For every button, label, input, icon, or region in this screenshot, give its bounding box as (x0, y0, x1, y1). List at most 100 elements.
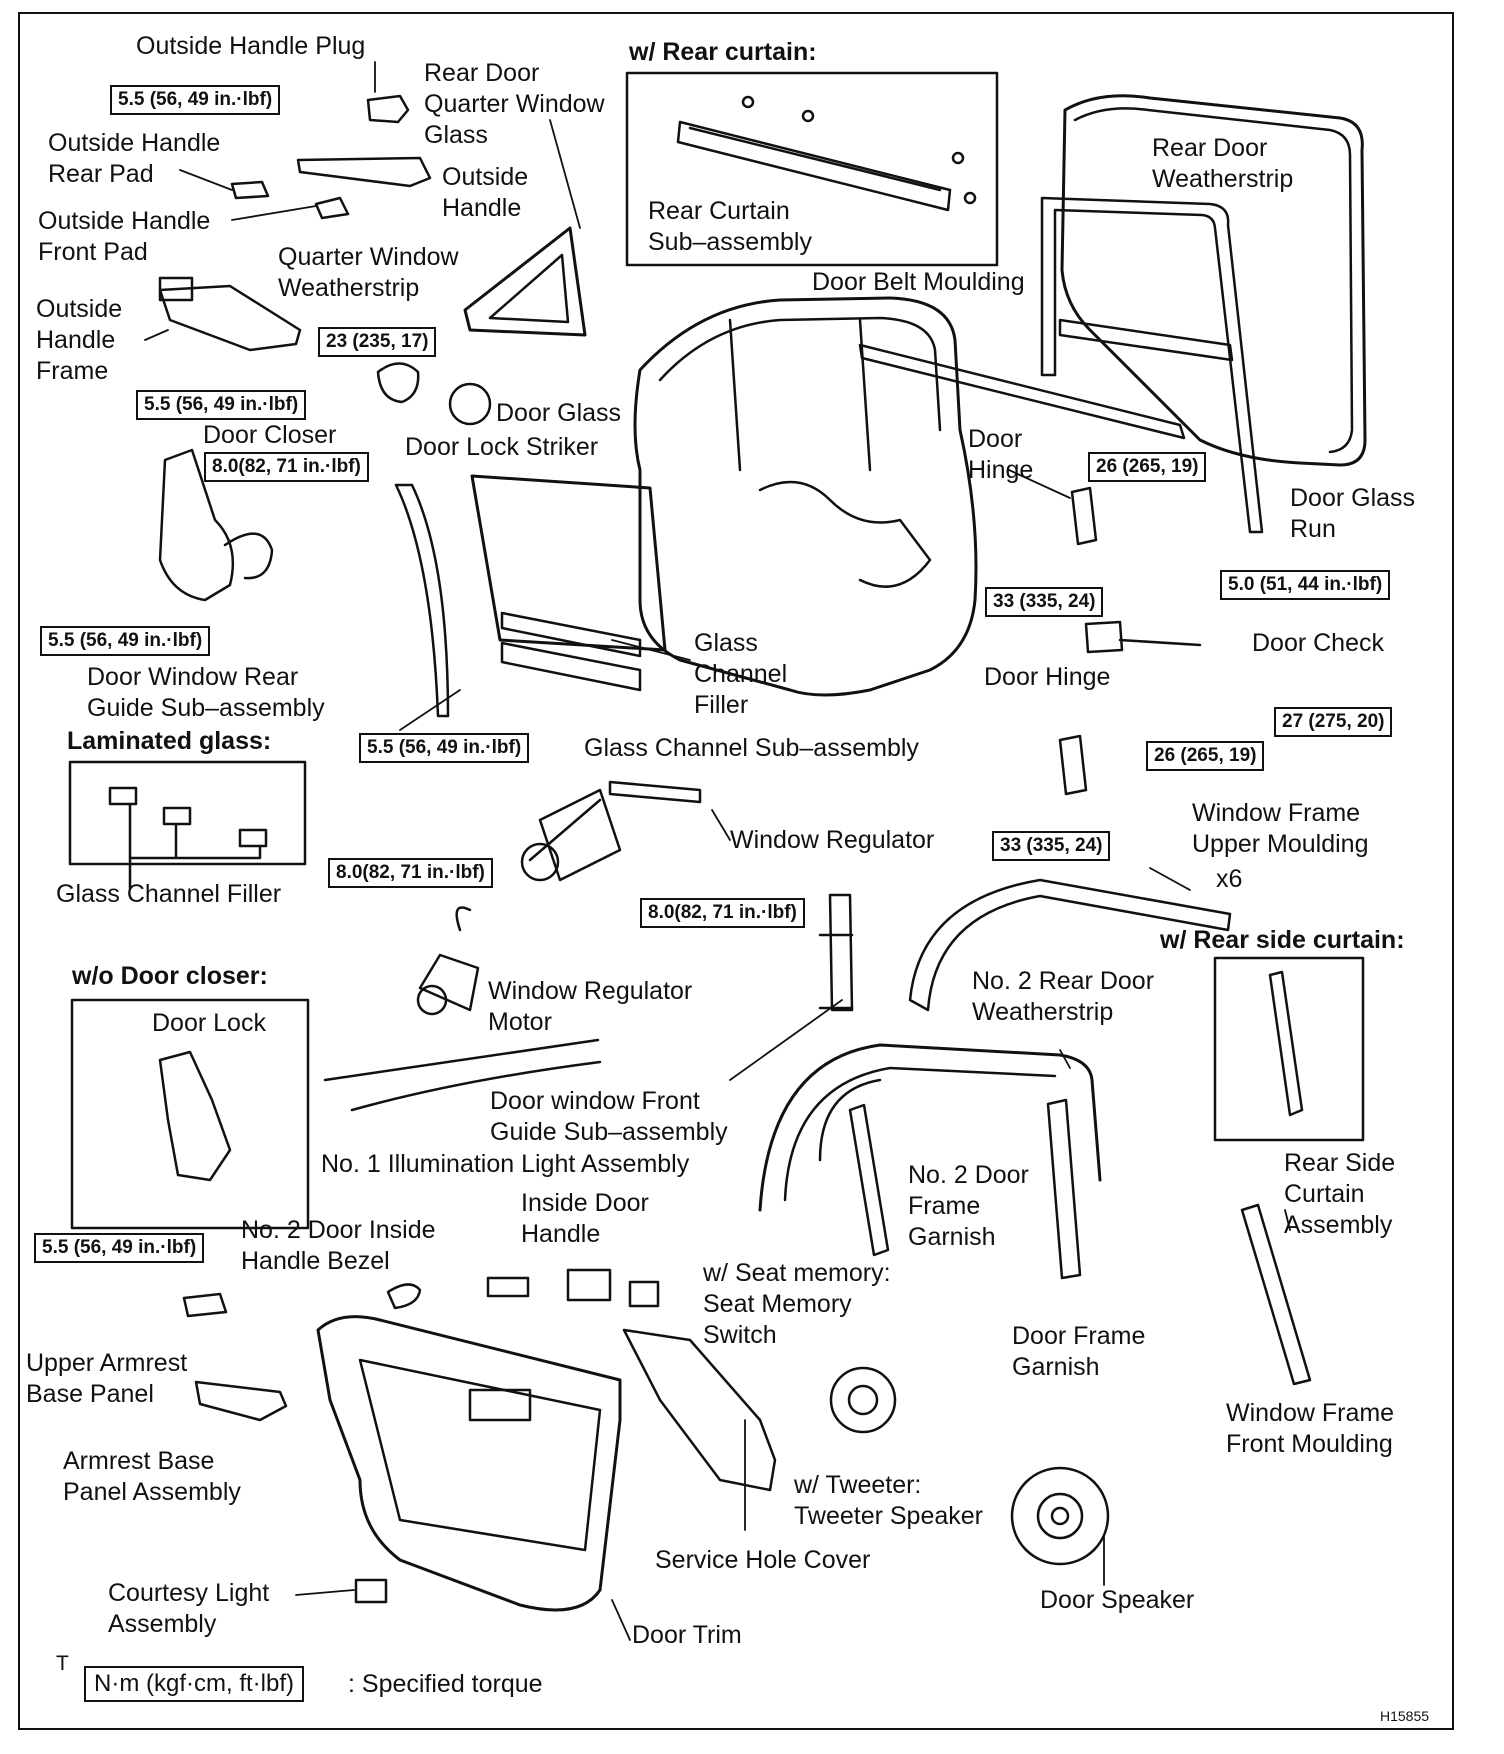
door-panel-shape (633, 296, 978, 697)
torque-box: 8.0(82, 71 in.·lbf) (640, 898, 805, 928)
label-door-closer: Door Closer (203, 421, 337, 449)
torque-box: 5.5 (56, 49 in.·lbf) (40, 626, 211, 656)
outside-handle-front-pad-shape (314, 196, 350, 220)
figure-id: H15855 (1380, 1708, 1430, 1724)
quarter-window-weatherstrip-shape (463, 226, 587, 337)
window-regulator-motor-shape (418, 953, 480, 1012)
door-hinge-lower-shape (1058, 734, 1088, 796)
inside-door-handle-shape (566, 1268, 612, 1302)
label-armrest-base-panel-assembly: Armrest Base Panel Assembly (63, 1447, 241, 1506)
label-door-lock: Door Lock (152, 1009, 266, 1037)
label-upper-armrest-base-panel: Upper Armrest Base Panel (26, 1349, 188, 1408)
door-glass-run-shape (1040, 196, 1264, 534)
label-no2-door-inside-handle-bezel: No. 2 Door Inside Handle Bezel (241, 1216, 436, 1275)
label-door-window-rear-guide: Door Window Rear Guide Sub–assembly (87, 663, 325, 722)
no2-door-frame-garnish-shape (848, 1103, 890, 1257)
door-window-rear-guide-shape (394, 483, 450, 718)
glass-channel-sub-assembly-shape (500, 641, 642, 692)
torque-box: 5.5 (56, 49 in.·lbf) (110, 85, 281, 115)
label-x6: x6 (1216, 865, 1243, 893)
legend-description: : Specified torque (348, 1670, 543, 1698)
label-seat-memory-switch: w/ Seat memory: Seat Memory Switch (703, 1259, 891, 1349)
torque-box: 26 (265, 19) (1088, 452, 1207, 482)
label-rear-door-quarter-window-glass: Rear Door Quarter Window Glass (424, 59, 605, 149)
wo-door-closer-box (70, 998, 310, 1230)
torque-box: 33 (335, 24) (992, 831, 1111, 861)
outside-handle-shape (296, 156, 432, 188)
label-door-speaker: Door Speaker (1040, 1586, 1195, 1614)
door-glass-shape (470, 474, 667, 652)
glass-channel-filler-shape (500, 611, 642, 658)
torque-box: 5.5 (56, 49 in.·lbf) (34, 1233, 205, 1263)
label-no1-illumination-light: No. 1 Illumination Light Assembly (321, 1150, 690, 1178)
courtesy-light-shape (354, 1578, 388, 1604)
label-window-regulator: Window Regulator (730, 826, 935, 854)
header-rear-side-curtain: w/ Rear side curtain: (1160, 926, 1405, 954)
label-door-window-front-guide: Door window Front Guide Sub–assembly (490, 1087, 728, 1146)
label-no2-rear-door-weatherstrip: No. 2 Rear Door Weatherstrip (972, 967, 1155, 1026)
rear-side-curtain-box (1213, 956, 1365, 1142)
window-frame-upper-moulding-shape (908, 878, 1232, 1012)
service-hole-cover-shape (622, 1328, 777, 1492)
torque-box: 8.0(82, 71 in.·lbf) (204, 452, 369, 482)
door-hinge-upper-shape (1070, 486, 1098, 546)
label-tweeter-speaker: w/ Tweeter: Tweeter Speaker (794, 1471, 983, 1530)
torque-box: 33 (335, 24) (985, 587, 1104, 617)
outside-handle-rear-pad-shape (230, 180, 270, 200)
label-window-regulator-motor: Window Regulator Motor (488, 977, 693, 1036)
door-lock-striker-shape (376, 362, 420, 404)
torque-box: 23 (235, 17) (318, 327, 437, 357)
label-window-frame-upper-moulding: Window Frame Upper Moulding (1192, 799, 1369, 858)
label-service-hole-cover: Service Hole Cover (655, 1546, 871, 1574)
label-window-frame-front-moulding: Window Frame Front Moulding (1226, 1399, 1395, 1458)
door-check-shape (1084, 620, 1202, 654)
door-frame-garnish-shape (1046, 1098, 1082, 1280)
label-door-trim: Door Trim (632, 1621, 742, 1649)
door-closer-shape (158, 448, 235, 602)
header-rear-curtain: w/ Rear curtain: (629, 38, 817, 66)
inside-handle-bezel-shape (386, 1283, 422, 1310)
label-outside-handle-plug: Outside Handle Plug (136, 32, 366, 60)
outside-handle-frame-shape (158, 284, 302, 352)
seat-memory-switch-shape (628, 1280, 660, 1308)
door-glass-small-shape (448, 382, 492, 426)
no2-rear-door-weatherstrip-shape (758, 1043, 1102, 1212)
label-glass-channel-sub-assembly: Glass Channel Sub–assembly (584, 734, 919, 762)
label-quarter-window-weatherstrip: Quarter Window Weatherstrip (278, 243, 459, 302)
header-wo-door-closer: w/o Door closer: (72, 962, 268, 990)
rear-curtain-shape (676, 95, 977, 212)
rear-curtain-box (625, 71, 999, 267)
label-courtesy-light-assembly: Courtesy Light Assembly (108, 1579, 270, 1638)
torque-box: 26 (265, 19) (1146, 741, 1265, 771)
label-no2-door-frame-garnish: No. 2 Door Frame Garnish (908, 1161, 1029, 1251)
label-glass-channel-filler: Glass Channel Filler (694, 629, 788, 719)
label-rear-door-weatherstrip: Rear Door Weatherstrip (1152, 134, 1294, 193)
label-rear-curtain-sub-assembly: Rear Curtain Sub–assembly (648, 197, 812, 256)
label-door-belt-moulding: Door Belt Moulding (812, 268, 1025, 296)
outside-handle-plug-shape (366, 94, 410, 124)
label-door-glass: Door Glass (496, 399, 622, 427)
upper-armrest-base-panel-shape (182, 1292, 228, 1318)
laminated-glass-box (68, 760, 307, 866)
rear-side-curtain-shape (1268, 970, 1304, 1117)
window-frame-front-moulding-shape (1240, 1203, 1312, 1386)
door-trim-shape (316, 1315, 622, 1612)
label-door-hinge-upper: Door Hinge (968, 425, 1034, 484)
torque-box: 5.5 (56, 49 in.·lbf) (359, 733, 530, 763)
label-door-glass-run: Door Glass Run (1290, 484, 1416, 543)
rear-door-weatherstrip-shape (1060, 94, 1367, 467)
label-outside-handle-frame: Outside Handle Frame (36, 295, 123, 385)
label-door-hinge-lower: Door Hinge (984, 663, 1111, 691)
window-regulator-shape (528, 780, 702, 882)
label-door-lock-striker: Door Lock Striker (405, 433, 599, 461)
label-outside-handle-front-pad: Outside Handle Front Pad (38, 207, 211, 266)
illumination-light-shape (486, 1276, 530, 1298)
armrest-base-panel-shape (194, 1380, 288, 1422)
label-outside-handle-rear-pad: Outside Handle Rear Pad (48, 129, 221, 188)
label-glass-channel-filler-laminated: Glass Channel Filler (56, 880, 282, 908)
label-outside-handle: Outside Handle (442, 163, 529, 222)
legend-unit-box: N·m (kgf·cm, ft·lbf) (84, 1666, 304, 1702)
torque-box: 8.0(82, 71 in.·lbf) (328, 858, 493, 888)
tweeter-speaker-shape (829, 1366, 897, 1434)
